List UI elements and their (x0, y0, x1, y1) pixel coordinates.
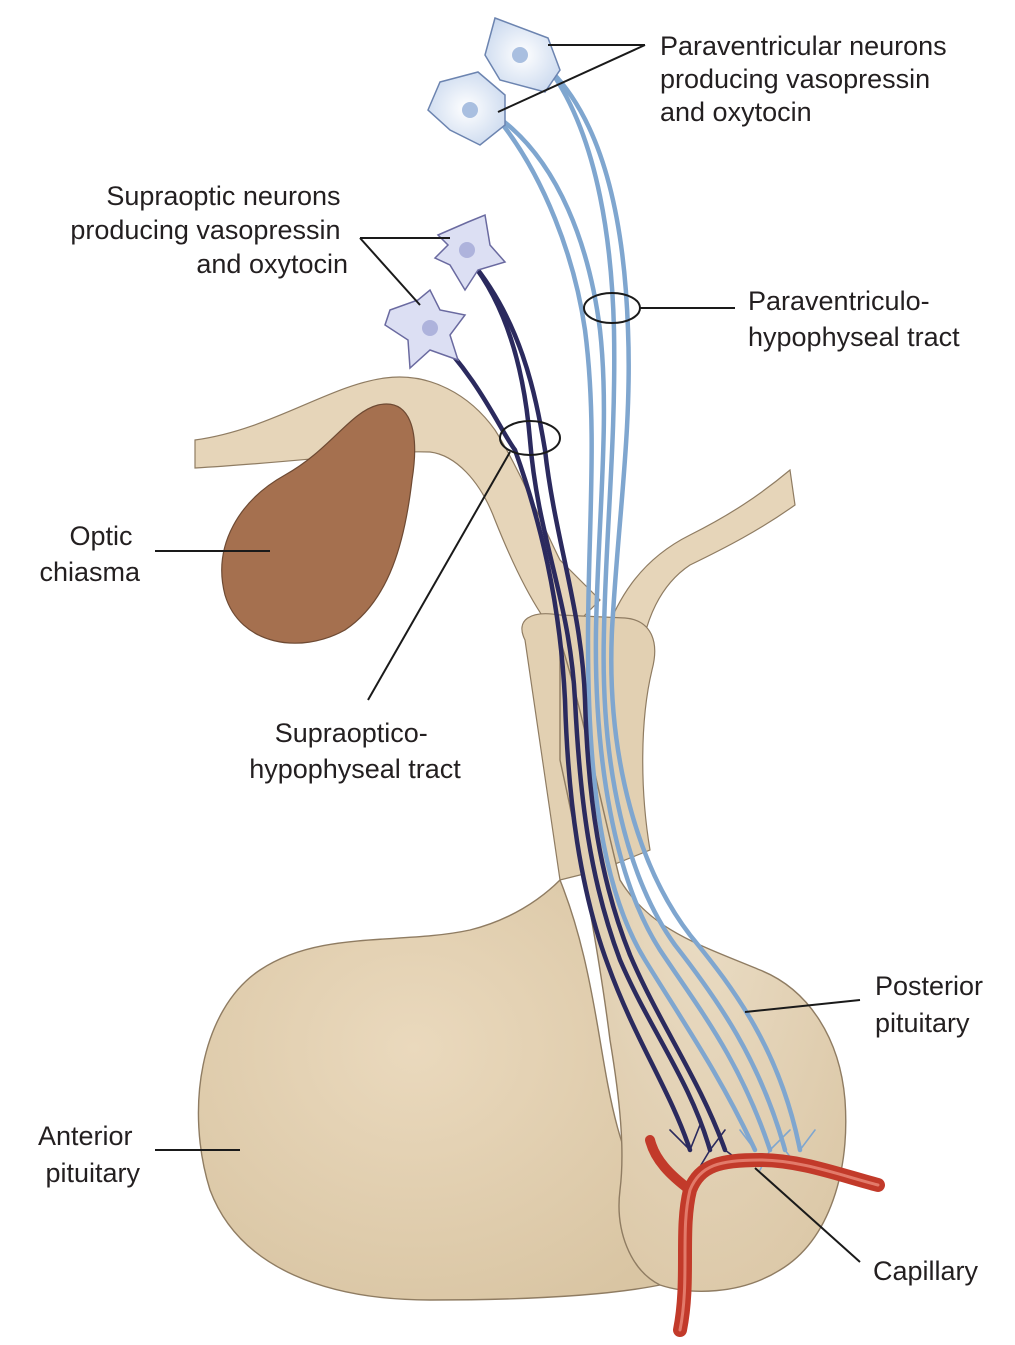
paraventricular-neuron-1 (485, 18, 560, 92)
label-supraoptic-neurons: Supraoptic neurons producing vasopressin… (70, 181, 348, 279)
label-paraventriculo-tract: Paraventriculo- hypophyseal tract (748, 286, 960, 352)
supraoptic-neuron-1 (435, 215, 505, 290)
label-posterior-pituitary: Posterior pituitary (875, 971, 991, 1038)
label-paraventricular-neurons: Paraventricular neurons producing vasopr… (660, 31, 954, 127)
label-anterior-pituitary: Anterior pituitary (38, 1121, 141, 1188)
label-supraoptico-tract: Supraoptico- hypophyseal tract (249, 718, 461, 784)
label-optic-chiasma: Optic chiasma (39, 521, 141, 587)
paraventricular-neuron-2 (428, 72, 505, 145)
leader-supraoptic-2 (360, 238, 420, 305)
supraoptic-neuron-2 (385, 290, 465, 368)
label-capillary: Capillary (873, 1256, 979, 1286)
